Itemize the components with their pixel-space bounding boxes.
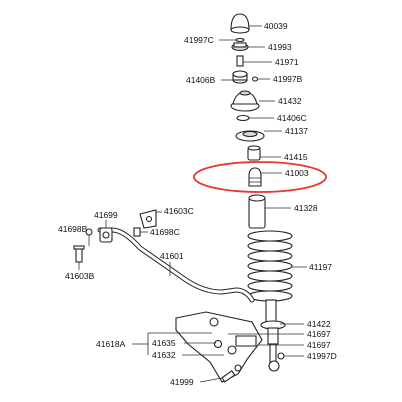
part-spring-41197 bbox=[247, 230, 293, 302]
part-labels: 40039 41997C 41993 41971 41406B 41997B 4… bbox=[58, 21, 337, 387]
part-washer-41997B bbox=[251, 76, 259, 82]
part-bushing-41406B bbox=[232, 70, 248, 84]
label-41003: 41003 bbox=[285, 168, 309, 178]
label-41971: 41971 bbox=[275, 57, 299, 67]
label-41137: 41137 bbox=[285, 126, 308, 136]
part-bushing-41635 bbox=[213, 339, 223, 349]
label-41406C: 41406C bbox=[277, 113, 307, 123]
part-bolt-41603B bbox=[73, 245, 85, 263]
highlight-ring bbox=[193, 161, 327, 193]
label-40039: 40039 bbox=[264, 21, 288, 31]
label-41603C: 41603C bbox=[164, 206, 194, 216]
part-washer-41997C bbox=[235, 37, 245, 43]
label-41603B: 41603B bbox=[65, 271, 95, 281]
label-41997B: 41997B bbox=[273, 74, 303, 84]
label-41415: 41415 bbox=[284, 152, 308, 162]
label-41432: 41432 bbox=[278, 96, 302, 106]
leader-lines bbox=[78, 25, 307, 383]
part-cap-40039 bbox=[230, 13, 250, 34]
part-mount-41432 bbox=[230, 90, 260, 112]
label-41699: 41699 bbox=[94, 210, 118, 220]
label-41618A: 41618A bbox=[96, 339, 126, 349]
label-41422: 41422 bbox=[307, 319, 331, 329]
label-41993: 41993 bbox=[268, 42, 292, 52]
label-41632: 41632 bbox=[152, 350, 176, 360]
label-41997D: 41997D bbox=[307, 351, 337, 361]
label-41697-upper: 41697 bbox=[307, 329, 331, 339]
part-nut-41993 bbox=[231, 42, 249, 52]
part-shock-41422 bbox=[260, 299, 286, 372]
part-bracket-41699 bbox=[99, 227, 113, 243]
part-bushing-41698C bbox=[133, 227, 141, 237]
label-41698C: 41698C bbox=[150, 227, 180, 237]
part-spacer-41971 bbox=[236, 55, 244, 67]
label-41635: 41635 bbox=[152, 338, 176, 348]
label-41406B: 41406B bbox=[186, 75, 216, 85]
part-dustboot-41328 bbox=[248, 194, 266, 229]
part-bolt-41999 bbox=[221, 370, 236, 383]
label-41697-lower: 41697 bbox=[307, 340, 331, 350]
part-bumpstop-41003 bbox=[248, 167, 262, 187]
label-41999: 41999 bbox=[170, 377, 194, 387]
part-bushing-41406C bbox=[236, 114, 250, 122]
label-41997C: 41997C bbox=[184, 35, 214, 45]
part-bumpstop-41415 bbox=[247, 145, 261, 161]
label-41328: 41328 bbox=[294, 203, 318, 213]
part-swaybar-41601 bbox=[97, 227, 255, 303]
part-bracket-41603C bbox=[139, 209, 157, 229]
label-41601: 41601 bbox=[160, 251, 184, 261]
part-bearing-41137 bbox=[235, 130, 265, 142]
label-41197: 41197 bbox=[309, 262, 332, 272]
label-41698B: 41698B bbox=[58, 224, 88, 234]
